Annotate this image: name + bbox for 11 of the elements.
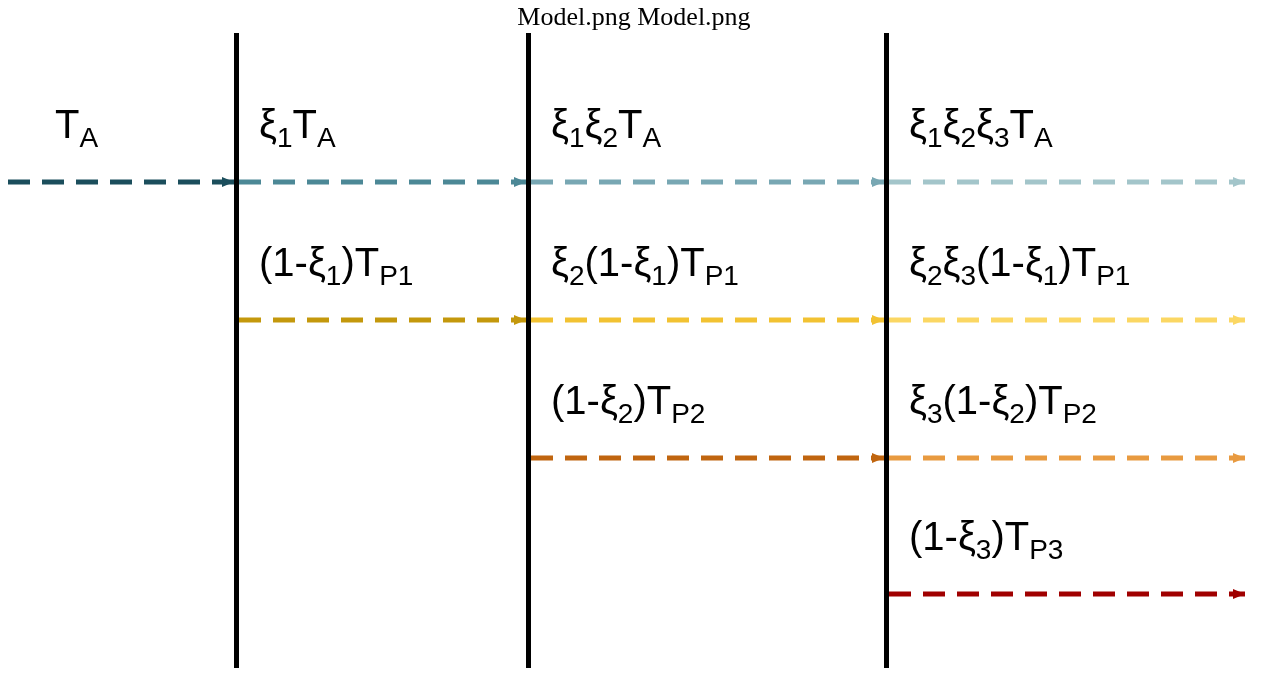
dashed-arrow [889, 315, 1245, 325]
dashed-arrow [531, 453, 884, 463]
title: Model.png Model.png [516, 2, 752, 32]
dashed-arrow [531, 177, 884, 187]
dashed-arrow [239, 315, 526, 325]
dashed-arrow [239, 177, 526, 187]
dashed-arrow [889, 177, 1245, 187]
dashed-arrow [889, 589, 1245, 599]
dashed-arrow [8, 177, 234, 187]
dashed-arrow [531, 315, 884, 325]
dashed-arrow [889, 453, 1245, 463]
